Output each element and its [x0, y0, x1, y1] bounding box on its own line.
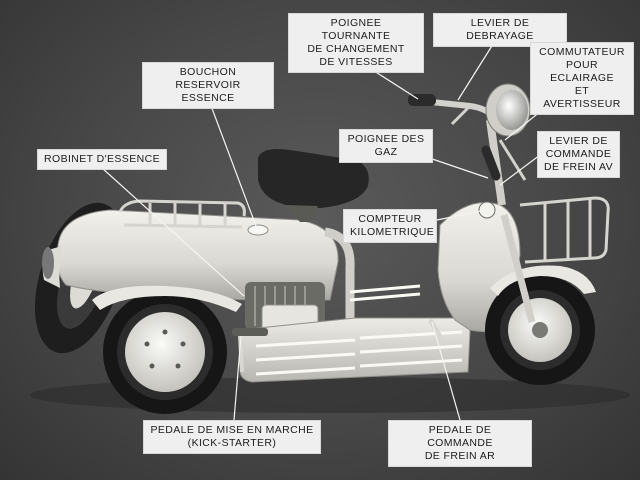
front-wheel [485, 275, 595, 385]
label-poignee-gaz: POIGNEE DES GAZ [339, 129, 433, 163]
label-robinet-essence: ROBINET D'ESSENCE [37, 149, 167, 170]
rear-wheel [103, 290, 227, 414]
rear-fender [92, 285, 242, 312]
leader-levier-frein-av [499, 154, 541, 186]
handlebar [408, 94, 527, 181]
label-commutateur: COMMUTATEUR POUR ECLAIRAGE ET AVERTISSEU… [530, 42, 634, 115]
frame-tube [324, 227, 355, 320]
rear-light [42, 247, 54, 279]
steering-column [486, 119, 506, 206]
front-luggage-rack [519, 196, 610, 264]
label-pedale-frein-ar: PEDALE DE COMMANDE DE FREIN AR [388, 420, 532, 467]
label-pedale-mise-en-marche: PEDALE DE MISE EN MARCHE (KICK-STARTER) [143, 420, 321, 454]
label-bouchon-reservoir: BOUCHON RESERVOIR ESSENCE [142, 62, 274, 109]
speedometer [478, 201, 496, 219]
seat [258, 149, 369, 222]
leader-pedale-frein-ar [431, 321, 461, 421]
label-levier-frein-av: LEVIER DE COMMANDE DE FREIN AV [537, 131, 620, 178]
label-compteur: COMPTEUR KILOMETRIQUE [343, 209, 437, 243]
fuel-cap [247, 224, 269, 236]
leader-pedale-mise [233, 335, 242, 421]
rear-luggage-rack [118, 199, 246, 229]
floorboard-rails [255, 284, 463, 376]
leader-compteur [436, 209, 487, 221]
label-poignee-tournante: POIGNEE TOURNANTE DE CHANGEMENT DE VITES… [288, 13, 424, 73]
front-fork [500, 214, 536, 323]
headlamp [485, 83, 531, 137]
leader-bouchon [206, 94, 257, 227]
label-levier-debrayage: LEVIER DE DEBRAYAGE [433, 13, 567, 47]
leader-robinet [101, 167, 245, 297]
